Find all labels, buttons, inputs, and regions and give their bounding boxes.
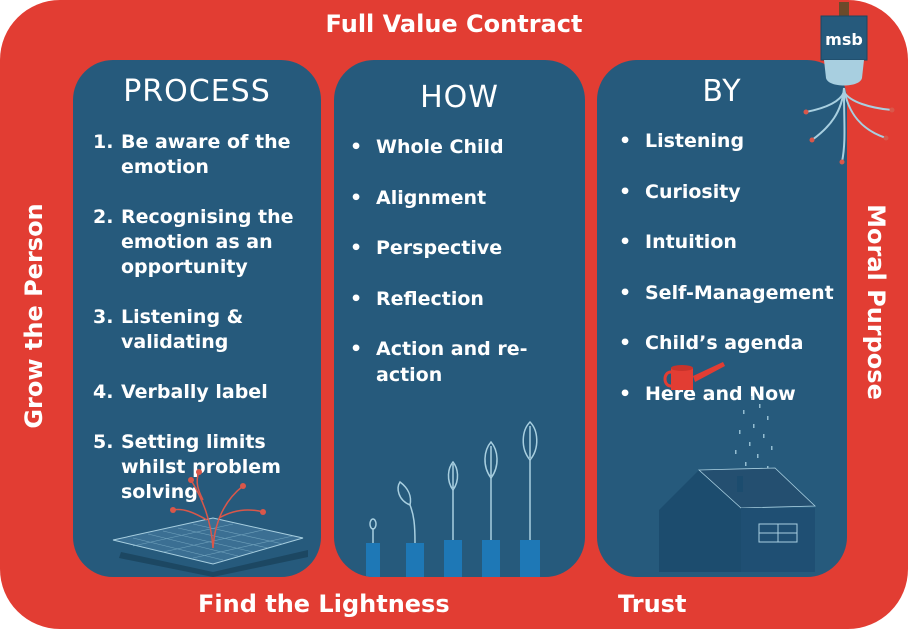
bullet: • xyxy=(619,382,632,405)
process-item-text: Be aware of the emotion xyxy=(121,131,291,178)
how-item-text: Alignment xyxy=(376,186,487,209)
how-list: • Whole Child • Alignment • Perspective • Re… xyxy=(350,134,582,413)
bullet: • xyxy=(350,136,363,158)
process-item-number: 2. xyxy=(93,206,114,228)
process-item: 2. Recognising the emotion as an opportun… xyxy=(93,205,313,280)
how-item-text: Action and re-action xyxy=(376,338,528,386)
how-item: • Action and re-action xyxy=(350,336,582,388)
how-item-text: Whole Child xyxy=(376,136,504,158)
process-item-text: Verbally label xyxy=(121,381,268,403)
how-item: • Reflection xyxy=(350,286,582,312)
process-item: 3. Listening & validating xyxy=(93,305,313,355)
bullet: • xyxy=(619,281,632,304)
by-item-text: Intuition xyxy=(645,231,737,253)
process-item-number: 4. xyxy=(93,381,114,403)
how-item-text: Reflection xyxy=(376,287,484,310)
how-title: HOW xyxy=(420,80,499,115)
frame-right-label: Moral Purpose xyxy=(862,204,890,400)
msb-logo-text: msb xyxy=(825,30,863,49)
bullet: • xyxy=(350,338,363,360)
by-item: • Listening xyxy=(619,128,845,154)
process-item-number: 3. xyxy=(93,306,114,328)
bullet: • xyxy=(619,130,632,152)
process-title: PROCESS xyxy=(123,74,271,109)
frame-left-label: Grow the Person xyxy=(20,203,48,429)
by-item-text: Listening xyxy=(645,130,745,152)
process-list: 1. Be aware of the emotion 2. Recognising … xyxy=(93,130,313,530)
frame-top-title: Full Value Contract xyxy=(325,10,583,38)
watering-can-icon xyxy=(663,362,725,390)
by-item: • Self-Management xyxy=(619,280,845,306)
bullet: • xyxy=(350,237,363,259)
process-item-text: Recognising the emotion as an opportunit… xyxy=(121,206,294,278)
frame-bottom-left-label: Find the Lightness xyxy=(198,590,450,618)
process-panel: PROCESS 1. Be aware of the emotion 2. Reco… xyxy=(73,60,321,577)
process-item: 4. Verbally label xyxy=(93,380,313,405)
how-item-text: Perspective xyxy=(376,237,503,259)
house-icon xyxy=(659,396,816,572)
by-item-text: Self-Management xyxy=(645,281,834,304)
bullet: • xyxy=(350,186,363,209)
process-item: 5. Setting limits whilst problem solving xyxy=(93,430,313,505)
by-item: • Curiosity xyxy=(619,179,845,205)
how-item: • Whole Child xyxy=(350,134,582,160)
bullet: • xyxy=(619,332,632,354)
frame-bottom-right-label: Trust xyxy=(618,590,687,618)
how-item: • Alignment xyxy=(350,185,582,211)
by-title: BY xyxy=(702,74,742,109)
by-item: • Intuition xyxy=(619,229,845,255)
how-panel: HOW • Whole Child • Alignment • Perspective… xyxy=(334,60,585,577)
bullet: • xyxy=(619,231,632,253)
by-item-text: Curiosity xyxy=(645,180,741,203)
by-panel: BY • Listening • Curiosity • Intuition • Sel… xyxy=(597,60,847,577)
by-item-text: Child’s agenda xyxy=(645,332,804,354)
process-item-text: Listening & validating xyxy=(121,306,244,353)
process-item-number: 5. xyxy=(93,431,114,453)
by-item: • Child’s agenda xyxy=(619,330,845,356)
growing-seedlings-icon xyxy=(366,420,540,577)
paintbrush-roots-icon: msb xyxy=(790,2,908,172)
process-item: 1. Be aware of the emotion xyxy=(93,130,313,180)
process-item-number: 1. xyxy=(93,131,114,153)
how-item: • Perspective xyxy=(350,235,582,261)
bullet: • xyxy=(350,287,363,310)
open-book-plant-icon xyxy=(112,469,308,577)
bullet: • xyxy=(619,180,632,203)
process-item-text: Setting limits whilst problem solving xyxy=(121,431,281,503)
